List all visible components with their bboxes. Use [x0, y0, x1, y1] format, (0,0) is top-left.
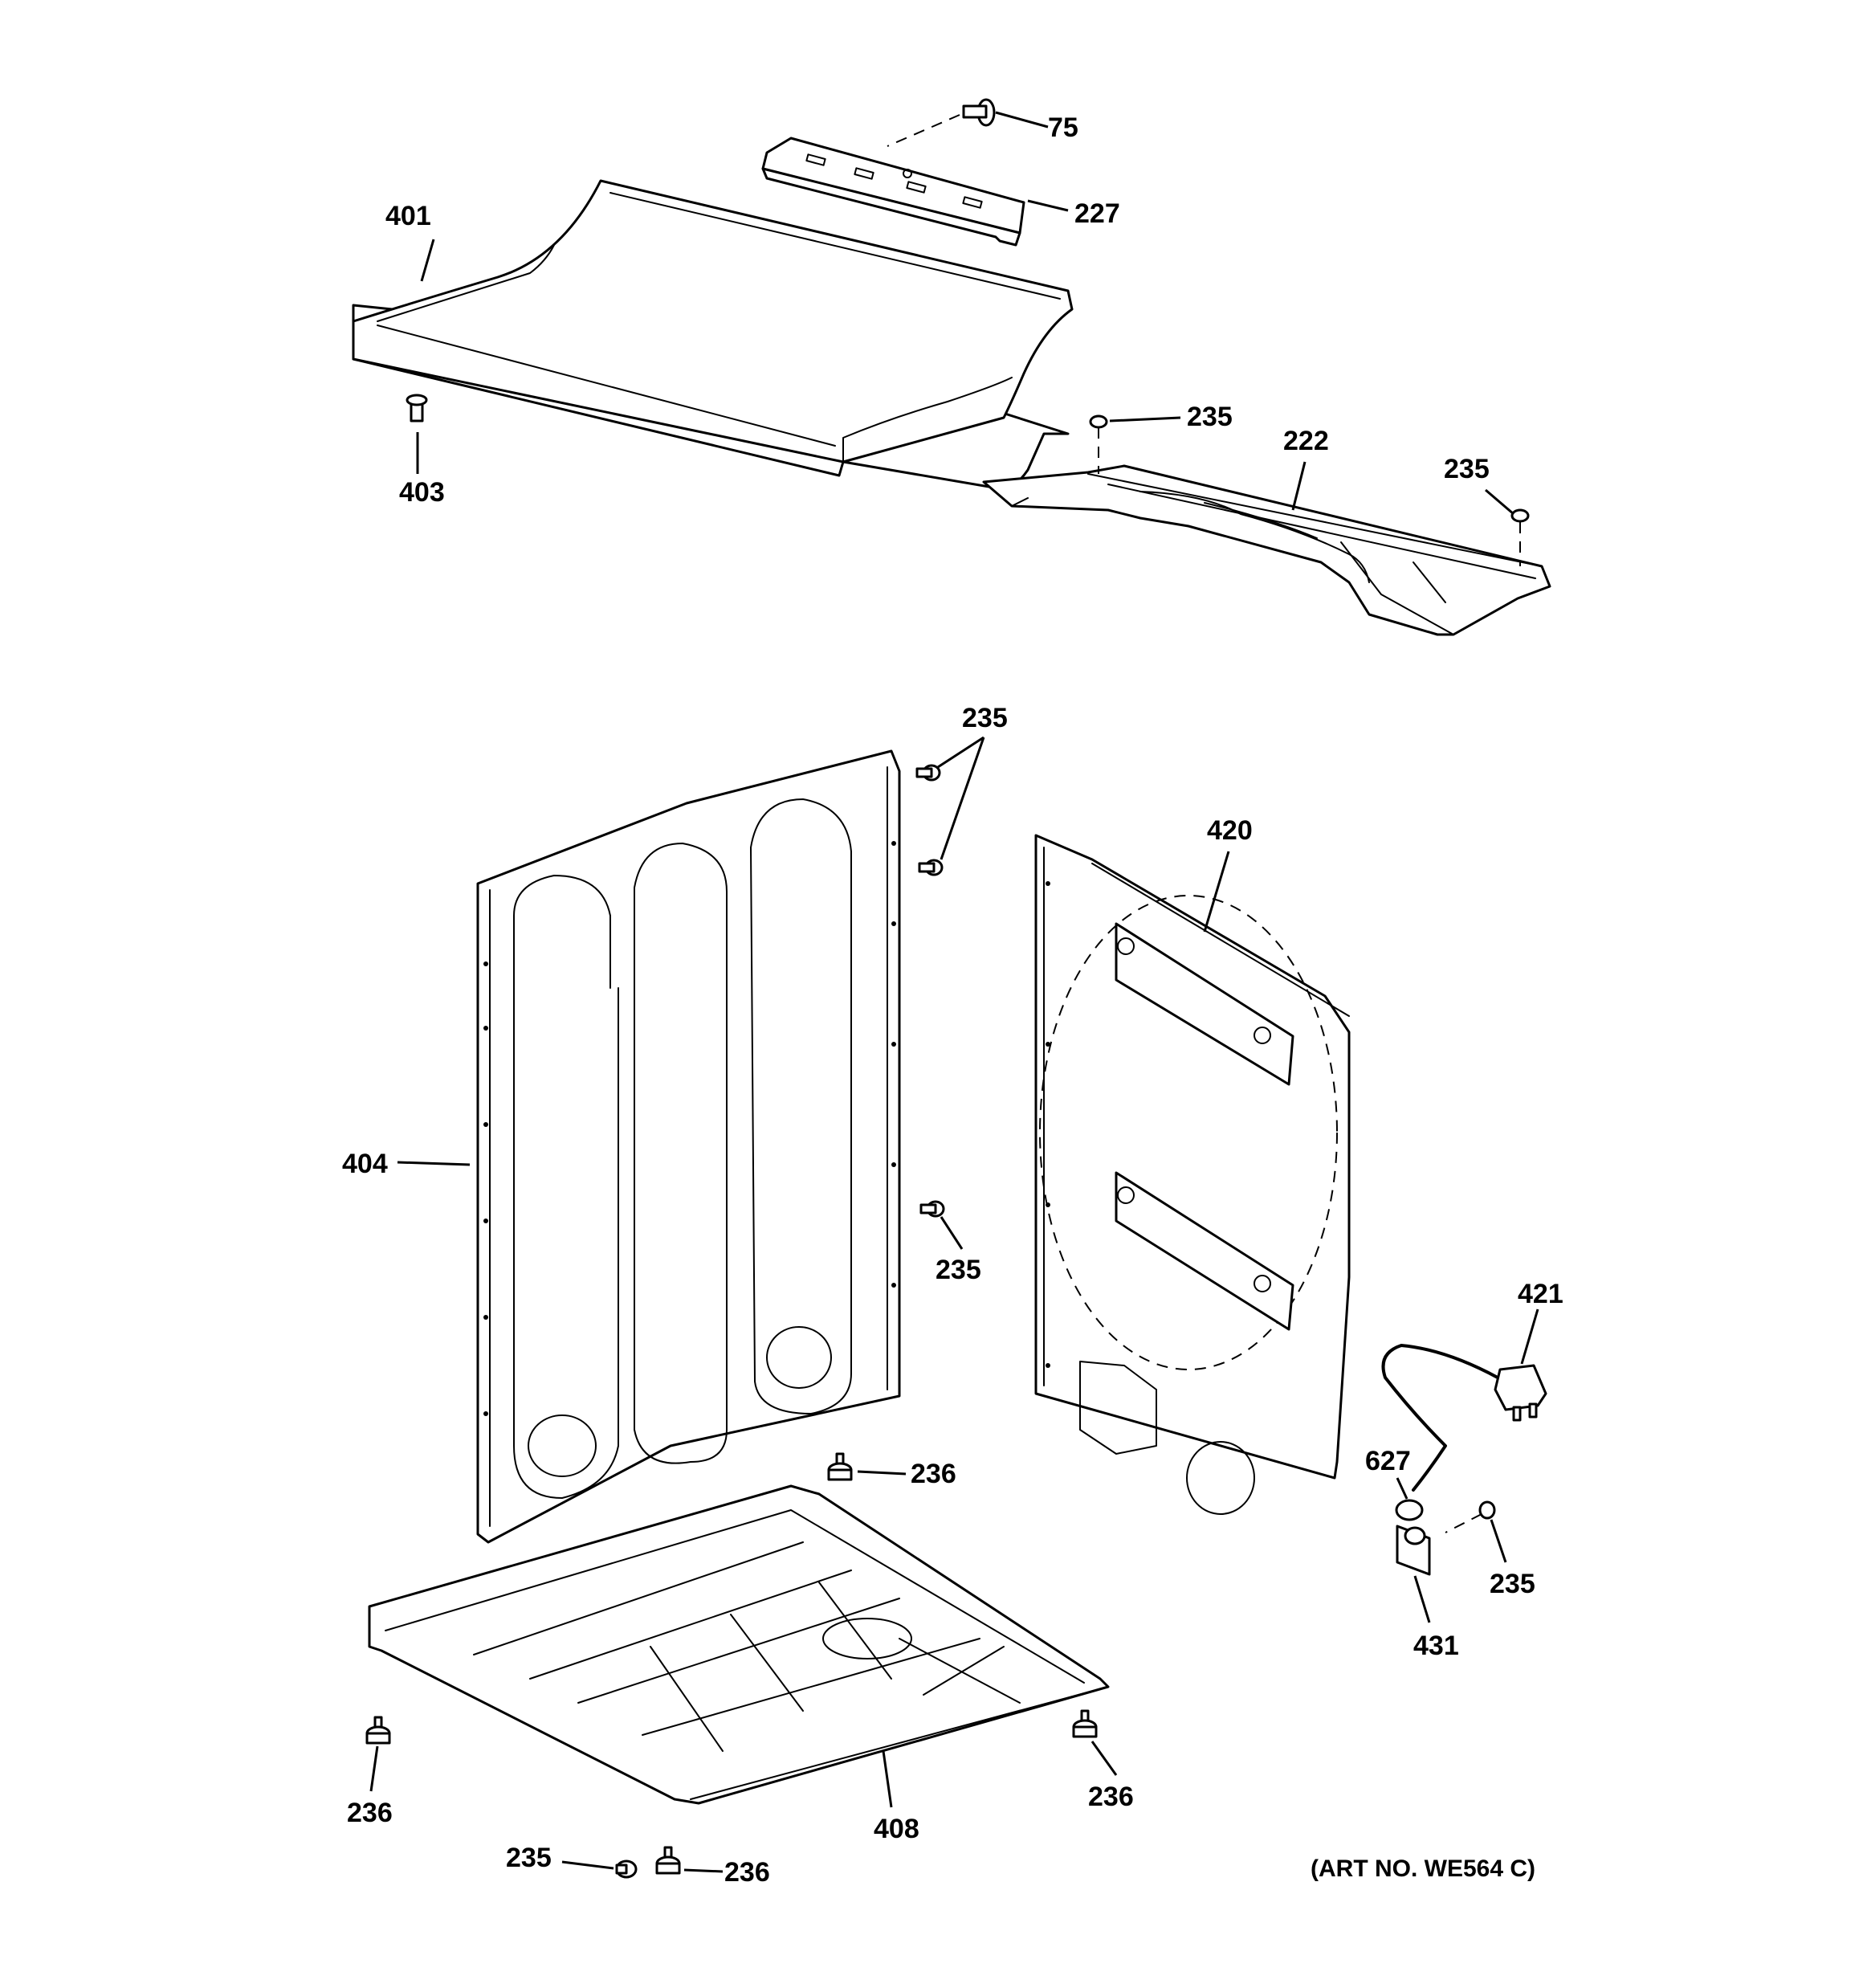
part-227-bracket — [761, 137, 1025, 247]
leg-base-left — [365, 1716, 391, 1745]
callout-227: 227 — [1074, 198, 1120, 229]
callout-404: 404 — [342, 1149, 388, 1179]
callout-222: 222 — [1283, 426, 1329, 456]
part-403-screw — [406, 394, 428, 423]
part-75-screw — [887, 98, 996, 147]
part-627-grommet — [1395, 1499, 1424, 1521]
part-235-rail-screws — [1089, 414, 1530, 566]
callout-235-bracket: 235 — [1490, 1569, 1535, 1599]
callout-401: 401 — [385, 201, 431, 231]
callout-403: 403 — [399, 477, 445, 508]
leg-base-top — [827, 1452, 853, 1481]
callout-labels: 75 227 401 403 235 222 235 235 420 404 2… — [342, 112, 1563, 1888]
callout-421: 421 — [1518, 1279, 1563, 1309]
callout-235-rail-right: 235 — [1444, 454, 1490, 484]
callout-236-base-right: 236 — [1088, 1782, 1134, 1812]
callout-627: 627 — [1365, 1446, 1411, 1476]
callout-420: 420 — [1207, 815, 1253, 846]
part-222-rail — [982, 464, 1551, 636]
part-235-panel-screws — [915, 764, 945, 1218]
part-235-bracket-screw — [1445, 1500, 1496, 1533]
part-404-side-panel — [476, 749, 901, 1544]
callout-75: 75 — [1048, 112, 1078, 143]
part-408-base — [368, 1484, 1110, 1805]
part-431-strain-bracket — [1396, 1525, 1431, 1576]
leg-base-right — [1072, 1709, 1098, 1738]
leader-lines — [369, 111, 1539, 1873]
part-420-back-panel — [1034, 834, 1351, 1515]
callout-236-base-top: 236 — [911, 1459, 956, 1489]
callout-235-panel-top: 235 — [962, 703, 1008, 733]
leg-bottom — [655, 1846, 681, 1875]
callout-235-rail-left: 235 — [1187, 402, 1233, 432]
part-401-top-cover — [352, 179, 1074, 492]
callout-431: 431 — [1413, 1631, 1459, 1661]
part-421-power-cord — [1381, 1344, 1547, 1492]
part-236-legs — [365, 1452, 1098, 1875]
callout-408: 408 — [874, 1814, 919, 1844]
art-number: (ART NO. WE564 C) — [1311, 1855, 1535, 1882]
callout-236-bottom: 236 — [724, 1857, 770, 1888]
callout-235-bottom: 235 — [506, 1843, 552, 1873]
part-235-bottom-screw — [615, 1859, 638, 1879]
callout-236-base-left: 236 — [347, 1798, 393, 1828]
callout-235-panel-side: 235 — [936, 1255, 981, 1285]
